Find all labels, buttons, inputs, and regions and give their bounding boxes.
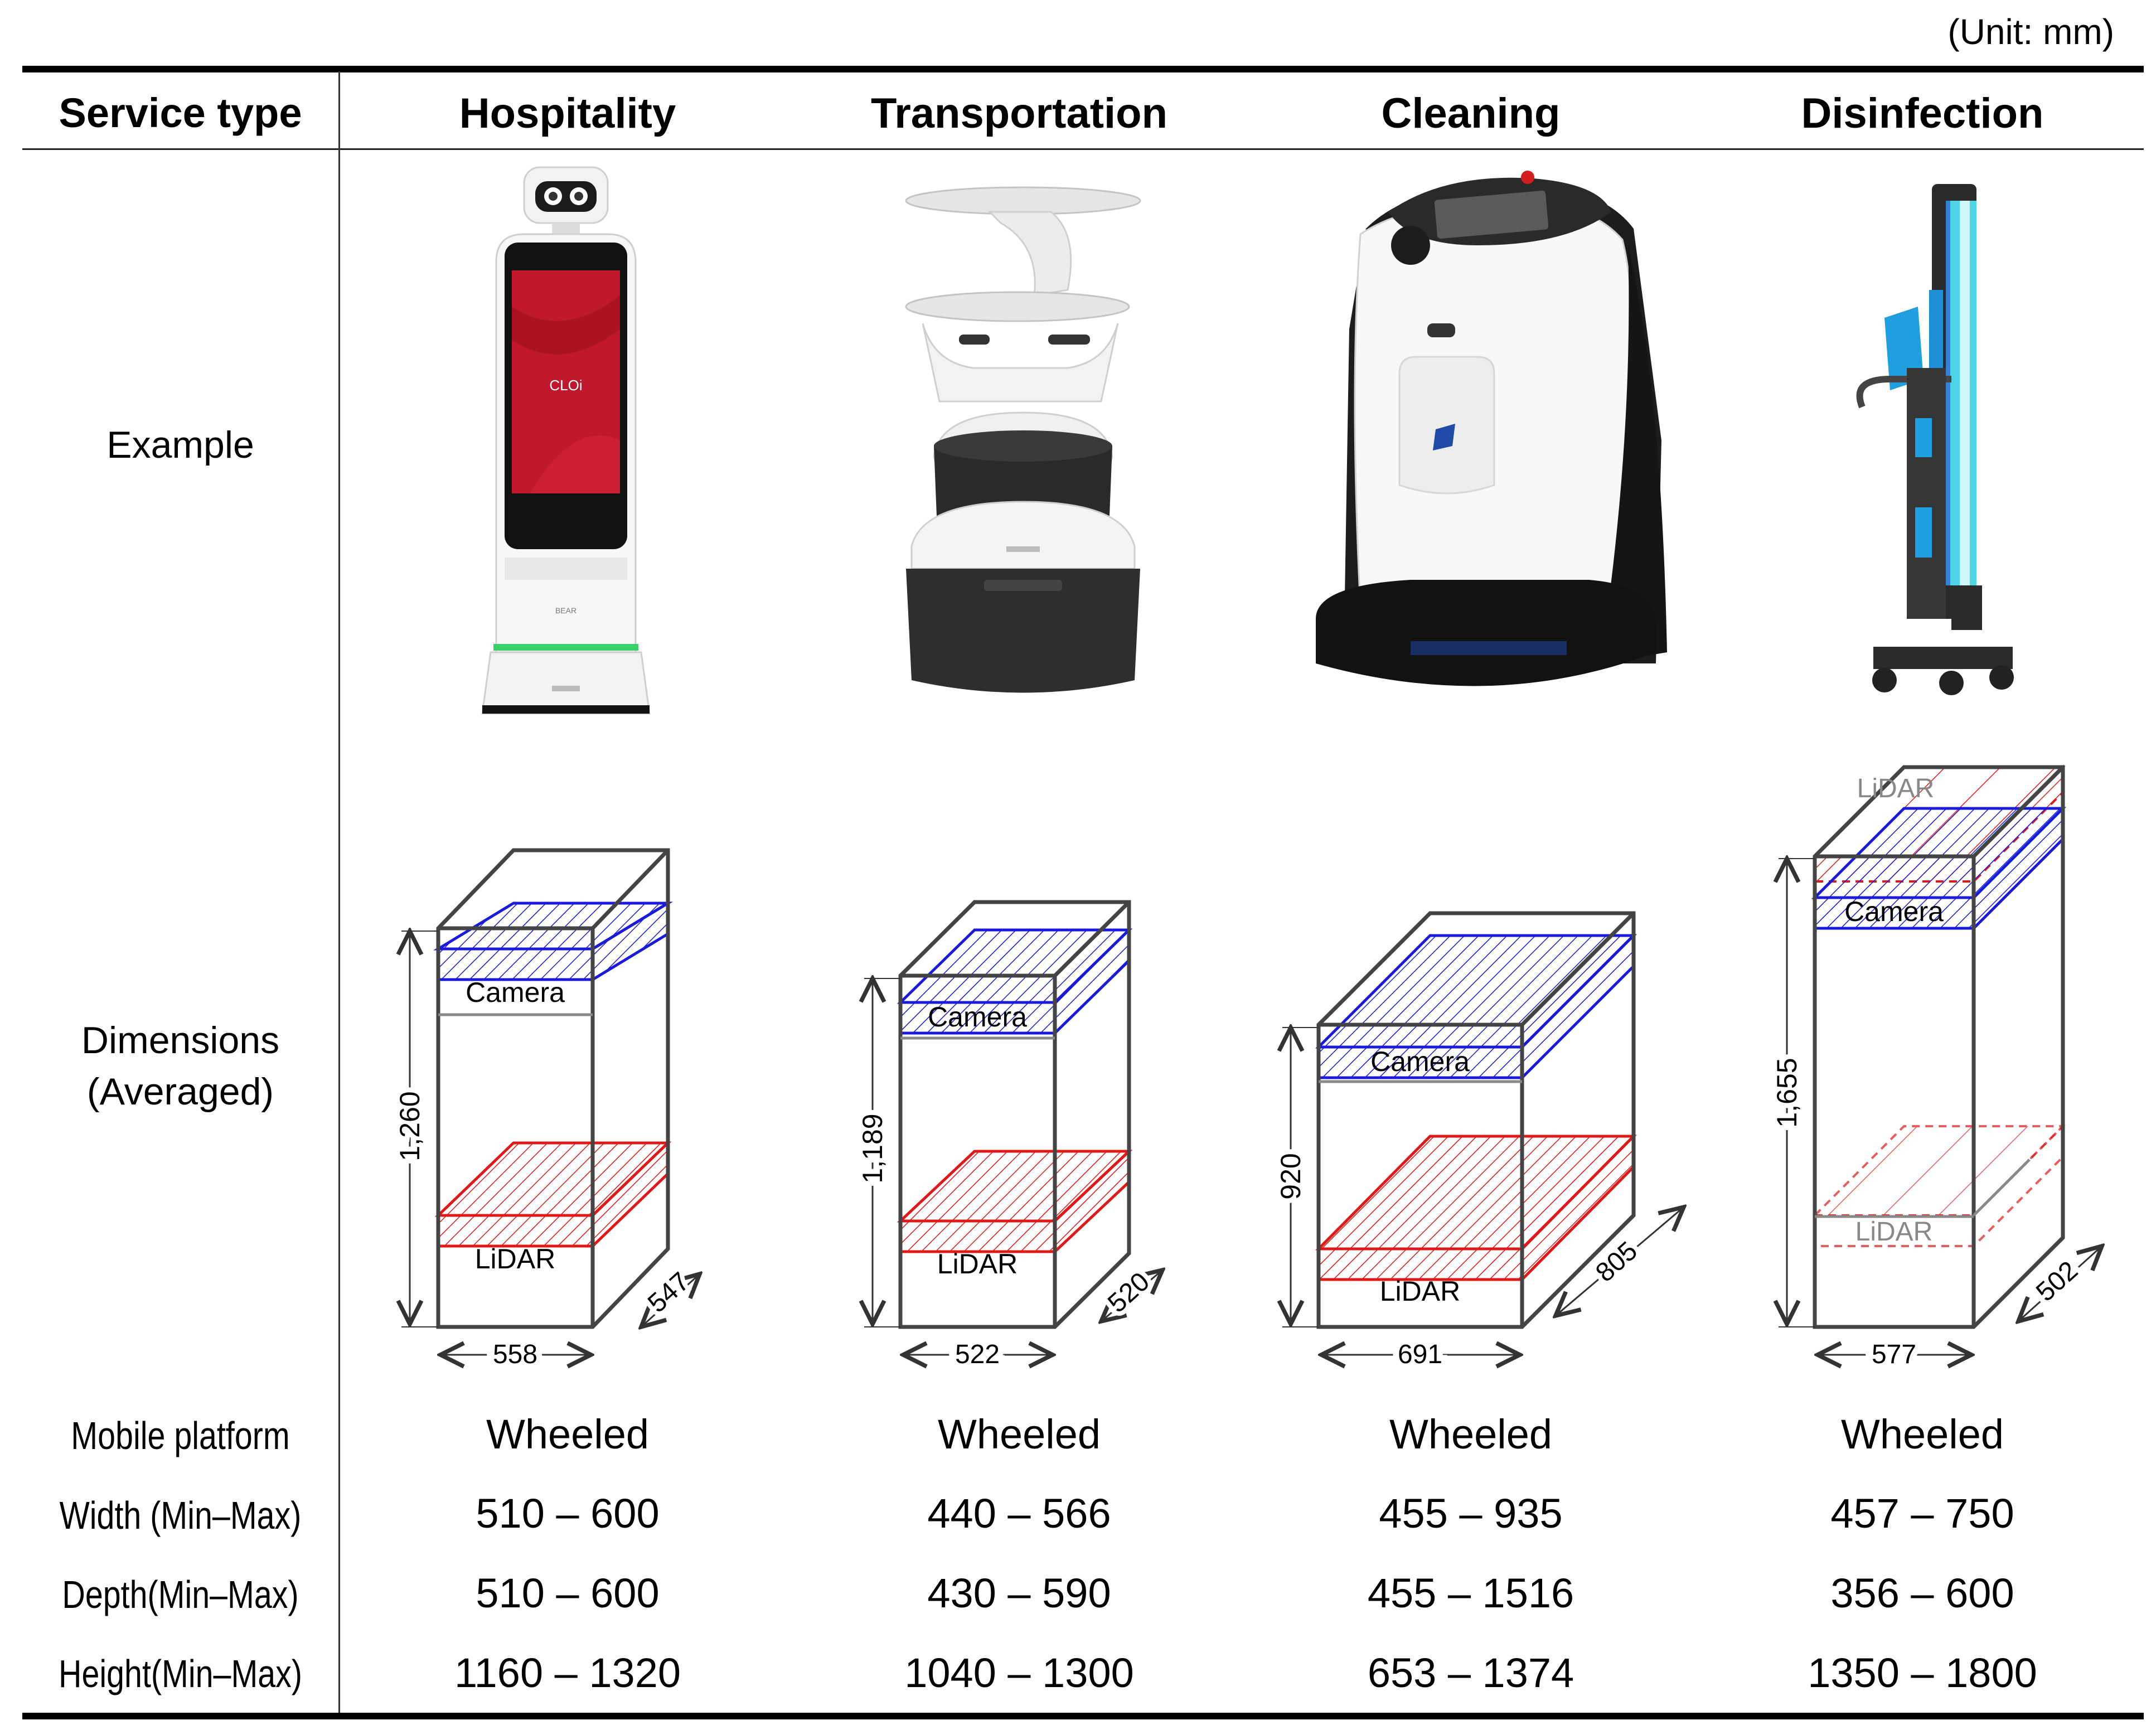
camera-label-hospitality: Camera xyxy=(466,977,565,1008)
camera-label-transportation: Camera xyxy=(928,1001,1027,1033)
cleaning-robot-image xyxy=(1316,171,1667,686)
lidar-label-hospitality: LiDAR xyxy=(475,1243,555,1275)
platform-transportation: Wheeled xyxy=(937,1411,1101,1457)
header-divider xyxy=(22,148,2144,150)
dimension-diagrams: Camera LiDAR 1,260 558 547 Camera LiDAR … xyxy=(382,764,2156,1375)
guide-robot-image: CLOi BEAR xyxy=(481,166,651,715)
width-range-hospitality: 510 – 600 xyxy=(476,1490,660,1537)
depth-range-hospitality: 510 – 600 xyxy=(476,1570,660,1616)
width-label-cleaning: 691 xyxy=(1398,1340,1442,1369)
height-range-hospitality: 1160 – 1320 xyxy=(454,1650,681,1696)
unit-note: (Unit: mm) xyxy=(1947,12,2114,52)
width-label-hospitality: 558 xyxy=(493,1340,537,1369)
row-label-dimensions: Dimensions (Averaged) xyxy=(22,1015,338,1117)
row-label-width: Width (Min–Max) xyxy=(59,1494,302,1537)
height-range-transportation: 1040 – 1300 xyxy=(904,1650,1134,1696)
label-column-divider xyxy=(338,71,340,1714)
width-label-disinfection: 577 xyxy=(1872,1340,1916,1369)
dimension-box-cleaning xyxy=(1282,911,1684,1355)
dimension-box-disinfection xyxy=(1779,764,2102,1355)
camera-label-disinfection: Camera xyxy=(1844,896,1944,927)
height-range-disinfection: 1350 – 1800 xyxy=(1808,1650,2037,1696)
lidar-bottom-label-disinfection: LiDAR xyxy=(1855,1217,1933,1247)
width-range-disinfection: 457 – 750 xyxy=(1830,1490,2014,1537)
table-bottom-rule xyxy=(22,1713,2144,1719)
screen-brand-text: CLOi xyxy=(549,377,582,394)
depth-range-cleaning: 455 – 1516 xyxy=(1367,1570,1574,1616)
base-brand-text: BEAR xyxy=(555,606,576,615)
height-label-cleaning: 920 xyxy=(1275,1153,1306,1199)
depth-label-hospitality: 547 xyxy=(642,1267,695,1319)
platform-cleaning: Wheeled xyxy=(1389,1411,1553,1457)
row-label-depth: Depth(Min–Max) xyxy=(62,1573,299,1616)
column-header-transportation: Transportation xyxy=(870,90,1168,137)
uv-disinfection-robot-image xyxy=(1856,184,2014,695)
width-label-transportation: 522 xyxy=(955,1340,1000,1369)
table-top-rule xyxy=(22,66,2144,72)
dimension-box-hospitality xyxy=(382,848,783,1355)
row-label-dimensions-line2: (Averaged) xyxy=(86,1070,274,1113)
height-label-hospitality: 1,260 xyxy=(394,1091,425,1161)
depth-range-transportation: 430 – 590 xyxy=(927,1570,1111,1616)
height-range-cleaning: 653 – 1374 xyxy=(1367,1650,1574,1696)
dimension-box-transportation xyxy=(864,900,1162,1355)
column-header-hospitality: Hospitality xyxy=(459,90,676,137)
column-header-cleaning: Cleaning xyxy=(1381,90,1561,137)
serving-robot-image xyxy=(905,186,1141,693)
depth-range-disinfection: 356 – 600 xyxy=(1830,1570,2014,1616)
width-range-cleaning: 455 – 935 xyxy=(1379,1490,1563,1537)
service-type-header: Service type xyxy=(59,90,302,136)
height-label-transportation: 1,189 xyxy=(857,1113,888,1183)
lidar-top-label-disinfection: LiDAR xyxy=(1857,774,1935,803)
row-label-height: Height(Min–Max) xyxy=(58,1652,303,1695)
row-label-mobile-platform: Mobile platform xyxy=(71,1414,290,1457)
lidar-label-transportation: LiDAR xyxy=(937,1248,1018,1280)
row-label-example: Example xyxy=(106,424,254,466)
lidar-label-cleaning: LiDAR xyxy=(1380,1276,1460,1307)
platform-hospitality: Wheeled xyxy=(486,1411,650,1457)
column-header-disinfection: Disinfection xyxy=(1801,90,2044,137)
width-range-transportation: 440 – 566 xyxy=(927,1490,1111,1537)
platform-disinfection: Wheeled xyxy=(1840,1411,2004,1457)
height-label-disinfection: 1,655 xyxy=(1771,1058,1803,1127)
row-label-dimensions-line1: Dimensions xyxy=(81,1019,280,1062)
camera-label-cleaning: Camera xyxy=(1370,1046,1470,1077)
